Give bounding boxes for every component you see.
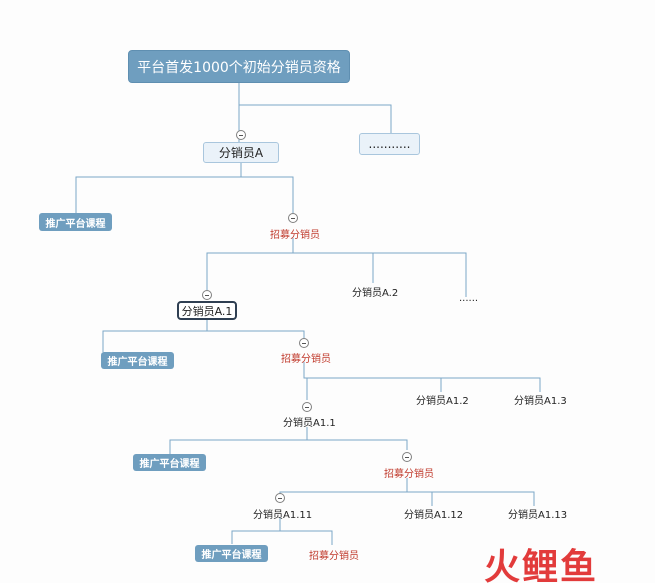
- collapse-toggle-a1[interactable]: [202, 290, 212, 300]
- recruit-node-2[interactable]: 招募分销员: [281, 354, 331, 365]
- recruit-node-3[interactable]: 招募分销员: [384, 469, 434, 480]
- distributor-a1-13-node[interactable]: 分销员A1.13: [508, 510, 568, 521]
- promote-course-node-2[interactable]: 推广平台课程: [101, 352, 174, 369]
- watermark-logo: 火鲤鱼: [484, 547, 599, 583]
- distributor-a1-3-node[interactable]: 分销员A1.3: [514, 396, 567, 407]
- collapse-toggle-a[interactable]: [236, 130, 246, 140]
- distributor-a1-11-node[interactable]: 分销员A1.11: [253, 510, 313, 521]
- distributor-a1-12-node[interactable]: 分销员A1.12: [404, 510, 464, 521]
- root-node[interactable]: 平台首发1000个初始分销员资格: [128, 50, 350, 83]
- promote-course-node-4[interactable]: 推广平台课程: [195, 545, 268, 562]
- distributor-a-node[interactable]: 分销员A: [203, 142, 279, 163]
- collapse-toggle-a1-11[interactable]: [275, 493, 285, 503]
- collapse-toggle-recruit-3[interactable]: [402, 452, 412, 462]
- collapse-toggle-a1-1[interactable]: [302, 402, 312, 412]
- ellipsis-small-node[interactable]: ......: [459, 293, 479, 304]
- promote-course-node-3[interactable]: 推广平台课程: [133, 454, 206, 471]
- collapse-toggle-recruit-1[interactable]: [288, 213, 298, 223]
- promote-course-node-1[interactable]: 推广平台课程: [39, 213, 112, 231]
- distributor-a1-1-node[interactable]: 分销员A1.1: [283, 418, 336, 429]
- distributor-a1-node[interactable]: 分销员A.1: [177, 301, 237, 320]
- distributor-a1-2-node[interactable]: 分销员A1.2: [416, 396, 469, 407]
- ellipsis-node[interactable]: ...........: [359, 133, 420, 155]
- recruit-node-4[interactable]: 招募分销员: [309, 551, 359, 562]
- recruit-node-1[interactable]: 招募分销员: [270, 230, 320, 241]
- distributor-a2-node[interactable]: 分销员A.2: [352, 288, 399, 299]
- collapse-toggle-recruit-2[interactable]: [299, 338, 309, 348]
